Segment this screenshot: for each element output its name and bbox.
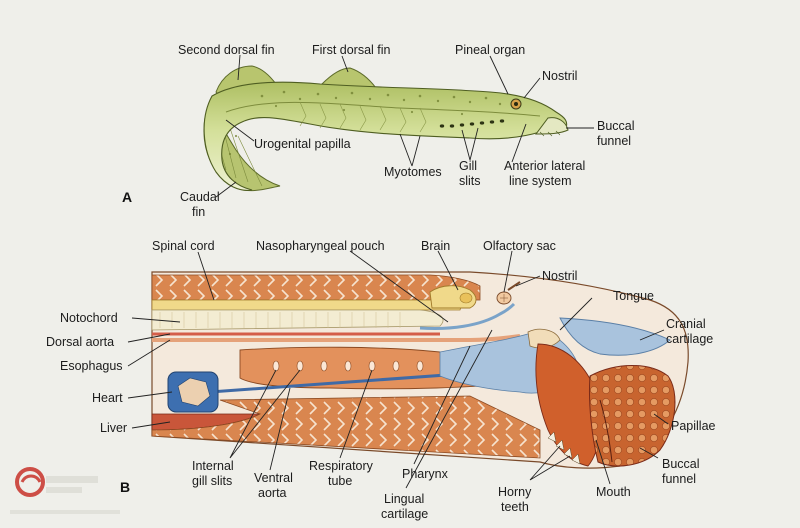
label-urogenital-papilla: Urogenital papilla (254, 137, 351, 151)
label-pineal-organ: Pineal organ (455, 43, 525, 57)
lamprey-body (203, 81, 568, 191)
panel-b-sagittal-section: Spinal cord Nasopharyngeal pouch Brain O… (46, 239, 716, 521)
label-ventral-aorta-1: Ventral (254, 471, 293, 485)
dorsal-myomeres (151, 274, 481, 301)
label-gill-slits-2: slits (459, 174, 481, 188)
label-buccal-funnel-b-2: funnel (662, 472, 696, 486)
label-cranial-cartilage-2: cartilage (666, 332, 713, 346)
label-gill-slits-1: Gill (459, 159, 477, 173)
label-papillae: Papillae (671, 419, 716, 433)
label-heart: Heart (92, 391, 123, 405)
label-pharynx: Pharynx (402, 467, 449, 481)
label-myotomes: Myotomes (384, 165, 442, 179)
panel-a-lamprey-external: Second dorsal fin First dorsal fin Pinea… (122, 43, 635, 219)
label-dorsal-aorta: Dorsal aorta (46, 335, 114, 349)
label-first-dorsal-fin: First dorsal fin (312, 43, 391, 57)
label-tongue: Tongue (613, 289, 654, 303)
label-brain: Brain (421, 239, 450, 253)
label-horny-teeth-2: teeth (501, 500, 529, 514)
buccal-funnel-b (588, 365, 676, 467)
label-buccal-funnel-a-1: Buccal (597, 119, 635, 133)
cranial-cartilage (559, 317, 671, 356)
ventral-aorta (209, 372, 461, 394)
label-ventral-aorta-2: aorta (258, 486, 287, 500)
label-caudal-fin-1: Caudal (180, 190, 220, 204)
label-olfactory-sac: Olfactory sac (483, 239, 556, 253)
label-second-dorsal-fin: Second dorsal fin (178, 43, 275, 57)
buccal-funnel-a (534, 117, 569, 135)
label-internal-gill-slits-1: Internal (192, 459, 234, 473)
watermark-stamp (10, 467, 120, 514)
label-esophagus: Esophagus (60, 359, 123, 373)
nasopharyngeal-pouch (419, 302, 516, 330)
ventral-myomeres (151, 395, 541, 459)
label-nasopharyngeal-pouch: Nasopharyngeal pouch (256, 239, 385, 253)
label-anterior-lateral-1: Anterior lateral (504, 159, 585, 173)
label-internal-gill-slits-2: gill slits (192, 474, 232, 488)
label-lingual-cartilage-2: cartilage (381, 507, 428, 521)
label-spinal-cord: Spinal cord (152, 239, 215, 253)
label-liver: Liver (100, 421, 127, 435)
label-nostril-a: Nostril (542, 69, 577, 83)
label-mouth: Mouth (596, 485, 631, 499)
label-buccal-funnel-a-2: funnel (597, 134, 631, 148)
tongue (527, 328, 561, 349)
panel-label-b: B (120, 479, 130, 495)
label-notochord: Notochord (60, 311, 118, 325)
label-cranial-cartilage-1: Cranial (666, 317, 706, 331)
label-anterior-lateral-2: line system (509, 174, 572, 188)
panel-label-a: A (122, 189, 132, 205)
label-lingual-cartilage-1: Lingual (384, 492, 424, 506)
label-respiratory-tube-2: tube (328, 474, 352, 488)
label-buccal-funnel-b-1: Buccal (662, 457, 700, 471)
label-respiratory-tube-1: Respiratory (309, 459, 374, 473)
label-nostril-b: Nostril (542, 269, 577, 283)
label-caudal-fin-2: fin (192, 205, 205, 219)
mouth (599, 399, 613, 463)
horny-teeth (547, 431, 581, 465)
label-horny-teeth-1: Horny (498, 485, 532, 499)
spinal-cord (151, 299, 463, 311)
